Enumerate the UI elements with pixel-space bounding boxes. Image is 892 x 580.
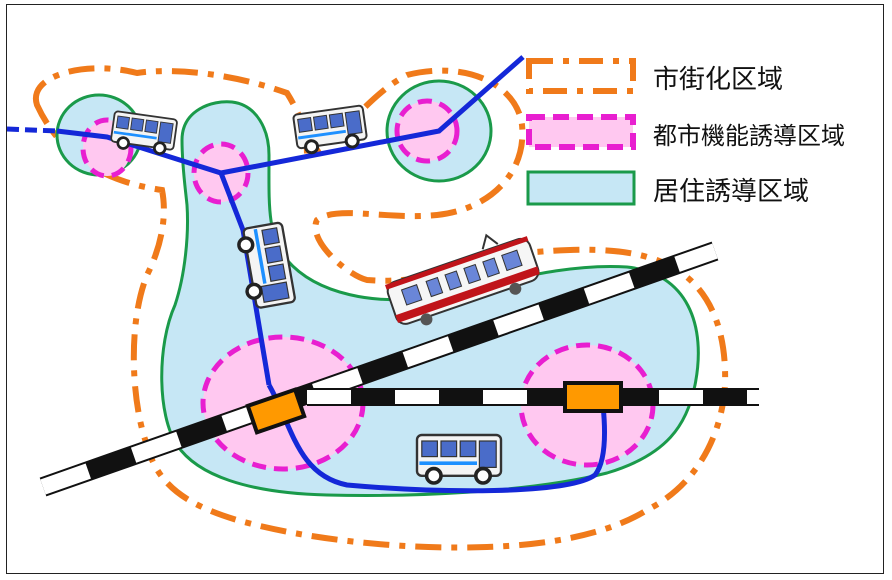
legend-label-residential-area: 居住誘導区域: [653, 177, 810, 207]
residential-induction-area-swatch: [526, 170, 636, 206]
urbanization-area-swatch: [526, 58, 636, 94]
railway-line-diagonal: [39, 241, 719, 497]
station-icon: [563, 381, 623, 413]
compact-city-map: [7, 55, 759, 551]
legend-label-urban-function-area: 都市機能誘導区域: [653, 122, 845, 150]
legend-label-urbanization-area: 市街化区域: [653, 65, 784, 95]
station-icon: [245, 387, 307, 435]
diagram-frame: 市街化区域 都市機能誘導区域 居住誘導区域: [6, 4, 884, 574]
urban-function-induction-area-swatch: [526, 114, 636, 150]
train-icon: [385, 233, 540, 326]
bus-icon: [415, 433, 503, 485]
bus-route: [7, 55, 607, 494]
